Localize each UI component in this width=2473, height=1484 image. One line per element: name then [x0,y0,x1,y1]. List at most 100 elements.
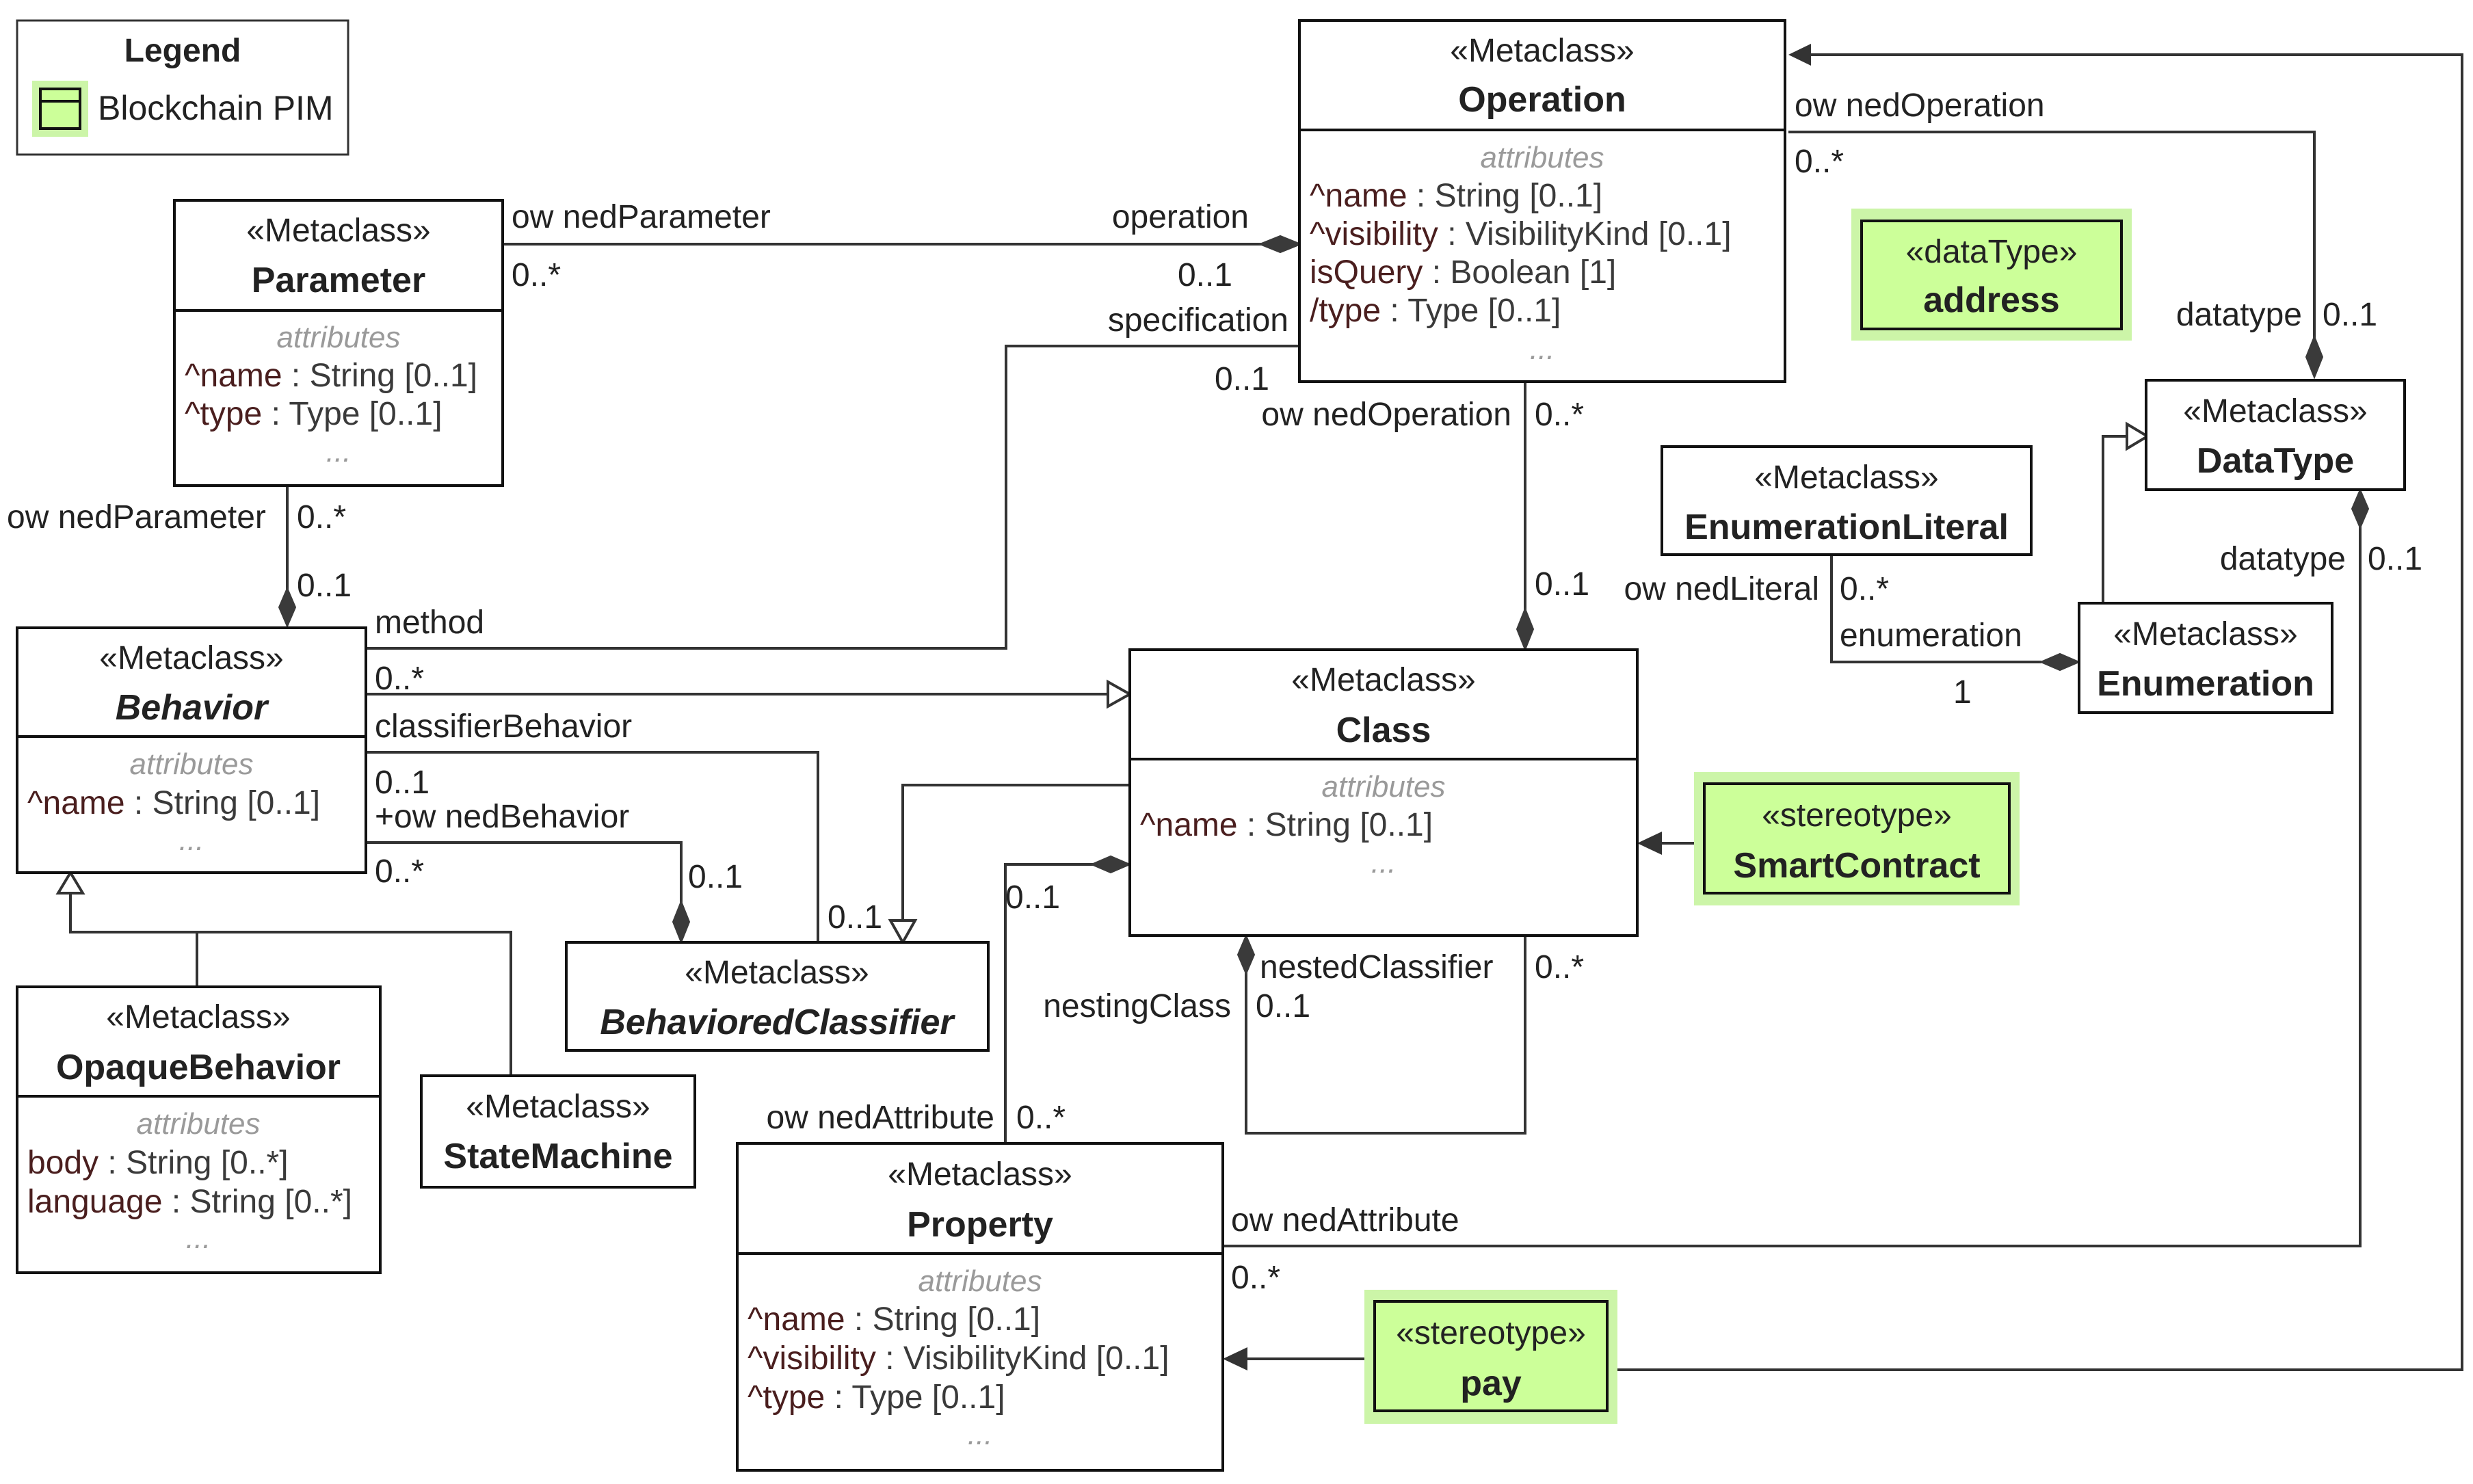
class-name: Operation [1458,80,1626,120]
attribute-row: ^name : String [0..1] [1310,178,1602,214]
section-label: attributes [1481,141,1604,174]
multiplicity-label: 0..1 [1535,566,1589,602]
attributes-more: ... [1530,332,1555,366]
class-name: Parameter [252,261,425,300]
composite-diamond-enumeration-literal [2039,652,2081,672]
class-behavior[interactable]: «Metaclass» Behavior attributes ^name : … [16,626,367,874]
attribute-row: ^name : String [0..1] [748,1301,1040,1338]
composite-diamond-class-operation [1516,607,1535,652]
multiplicity-label: 0..1 [828,899,882,936]
connector-classifier-behavior [366,751,819,942]
role-label: ow nedParameter [7,499,266,535]
attribute-row: /type : Type [0..1] [1310,293,1561,329]
generalization-arrow-bc [888,919,918,946]
role-label: operation [1112,199,1249,235]
section-label: attributes [130,747,254,781]
class-box-frame [736,1142,1224,1472]
class-opaque-behavior[interactable]: «Metaclass» OpaqueBehavior attributes bo… [16,985,382,1274]
legend-swatch [39,88,81,130]
attributes-more: ... [1371,846,1397,879]
role-label: datatype [2176,297,2302,333]
arrow-pay-operation [1788,44,1811,66]
multiplicity-label: 1 [1953,674,1972,711]
attribute-row: language : String [0..*] [27,1184,352,1220]
class-name: Enumeration [2097,664,2314,704]
role-label: ow nedOperation [1261,397,1511,433]
class-enumeration-literal[interactable]: «Metaclass» EnumerationLiteral [1661,445,2033,556]
generalization-statemachine-behavior [69,893,512,1076]
composite-diamond-class-attribute [1089,855,1132,874]
role-label: ow nedOperation [1795,88,2045,124]
class-stereotype: «Metaclass» [685,955,869,991]
role-label: specification [1108,302,1288,339]
class-enumeration[interactable]: «Metaclass» Enumeration [2078,602,2333,714]
class-stereotype: «Metaclass» [1450,33,1634,69]
multiplicity-label: 0..* [1535,397,1584,433]
class-name: OpaqueBehavior [56,1048,341,1087]
connector-owned-behavior [366,841,683,916]
class-stereotype: «Metaclass» [246,213,430,249]
role-label: ow nedAttribute [1231,1202,1459,1238]
generalization-class-bc [901,784,1130,920]
role-label: ow nedAttribute [766,1100,994,1136]
class-property[interactable]: «Metaclass» Property attributes ^name : … [736,1142,1224,1472]
attribute-row: ^name : String [0..1] [27,785,320,821]
class-stereotype: «Metaclass» [99,640,283,676]
attributes-more: ... [968,1418,993,1451]
generalization-arrow-datatype [2126,421,2150,451]
class-name: Class [1336,711,1431,750]
attribute-row: isQuery : Boolean [1] [1310,254,1616,291]
connector-datatype-property [1223,527,2362,1247]
attribute-row: ^name : String [0..1] [185,358,477,394]
class-stereotype: «Metaclass» [1291,662,1475,698]
class-data-type[interactable]: «Metaclass» DataType [2145,379,2406,491]
class-box-frame [1298,19,1786,383]
pim-stereotype: «dataType» [1906,234,2078,270]
role-label: nestingClass [1043,988,1231,1024]
class-stereotype: «Metaclass» [2183,393,2367,429]
class-name: BehavioredClassifier [600,1003,955,1042]
legend-item-label: Blockchain PIM [98,89,334,127]
multiplicity-label: 0..1 [1178,257,1232,293]
multiplicity-label: 0..1 [688,859,743,895]
arrow-smartcontract-class [1637,832,1662,855]
composite-diamond-datatype-operation [2305,334,2324,380]
connectors [55,44,2463,1371]
composite-diamond-bc-behavior [672,899,691,944]
multiplicity-label: 0..1 [1005,879,1060,916]
role-label: +ow nedBehavior [375,799,629,835]
multiplicity-label: 0..* [375,661,424,697]
pim-name: SmartContract [1733,846,1980,886]
class-box-frame [16,626,367,874]
composite-diamond-nested-classifier [1236,933,1256,976]
connector-method-specification [366,345,1299,650]
connector-pay-operation [1614,53,2463,1371]
attributes-more: ... [186,1221,211,1255]
role-label: method [375,605,484,641]
class-operation[interactable]: «Metaclass» Operation attributes ^name :… [1298,19,1786,383]
class-state-machine[interactable]: «Metaclass» StateMachine [420,1074,696,1189]
attributes-more: ... [326,435,352,468]
class-name: StateMachine [443,1137,672,1176]
multiplicity-label: 0..1 [1256,988,1310,1024]
multiplicity-label: 0..* [512,257,561,293]
class-box-frame [565,941,990,1052]
class-class[interactable]: «Metaclass» Class attributes ^name : Str… [1128,648,1639,937]
pim-address[interactable]: «dataType» address [1851,209,2132,341]
class-box-frame [1661,445,2033,556]
pim-stereotype: «stereotype» [1396,1315,1586,1351]
connector-class-property [1004,863,1094,1143]
section-label: attributes [277,321,401,354]
class-behaviored-classifier[interactable]: «Metaclass» BehavioredClassifier [565,941,990,1052]
pim-smart-contract[interactable]: «stereotype» SmartContract [1694,772,2020,905]
section-label: attributes [1322,770,1446,804]
class-box-frame [173,199,504,487]
class-parameter[interactable]: «Metaclass» Parameter attributes ^name :… [173,199,504,487]
role-label: ow nedLiteral [1624,571,1819,607]
class-box-frame [2078,602,2333,714]
pim-box-frame [1860,220,2123,330]
role-label: classifierBehavior [375,708,632,745]
arrow-pay-property [1223,1347,1247,1370]
pim-pay[interactable]: «stereotype» pay [1364,1290,1617,1424]
